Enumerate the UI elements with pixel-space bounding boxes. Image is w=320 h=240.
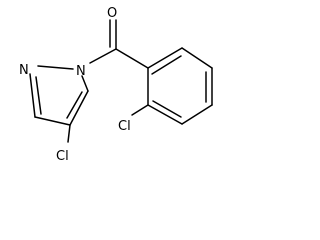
atom-label-n1: N — [76, 64, 86, 79]
bond-b6-cl — [131, 104, 149, 116]
bond-n1-carbonyl — [89, 48, 117, 64]
bond-c3-c4 — [34, 116, 71, 126]
bond-c4-cl — [67, 124, 71, 143]
bond-b1-b2 — [147, 47, 183, 69]
bond-b5-b6-inner — [152, 100, 182, 118]
atom-label-chlorine-phenyl: Cl — [118, 119, 131, 134]
bond-b4-b5 — [181, 104, 213, 125]
bond-c4-c5-inner — [66, 91, 83, 119]
benzene-ring — [147, 47, 213, 125]
atom-label-chlorine-pyrazole: Cl — [56, 149, 69, 164]
bond-carbonyl-phenyl — [115, 48, 149, 69]
bond-c4-c5 — [69, 90, 89, 126]
molecule-drawing: O N N Cl Cl — [19, 6, 213, 164]
bond-n2-c3-inner — [35, 76, 42, 115]
bond-b2-b3 — [181, 47, 213, 69]
atom-label-oxygen: O — [107, 6, 117, 21]
bond-b1-b2-inner — [151, 55, 182, 75]
structure-diagram: O N N Cl Cl — [0, 0, 218, 175]
bond-b5-b6 — [147, 104, 183, 125]
atom-label-n2: N — [19, 63, 29, 78]
pyrazole-ring — [29, 65, 89, 126]
bond-c5-n1 — [81, 75, 89, 92]
bond-n2-c3 — [29, 73, 36, 118]
bond-n1-n2 — [37, 65, 74, 70]
